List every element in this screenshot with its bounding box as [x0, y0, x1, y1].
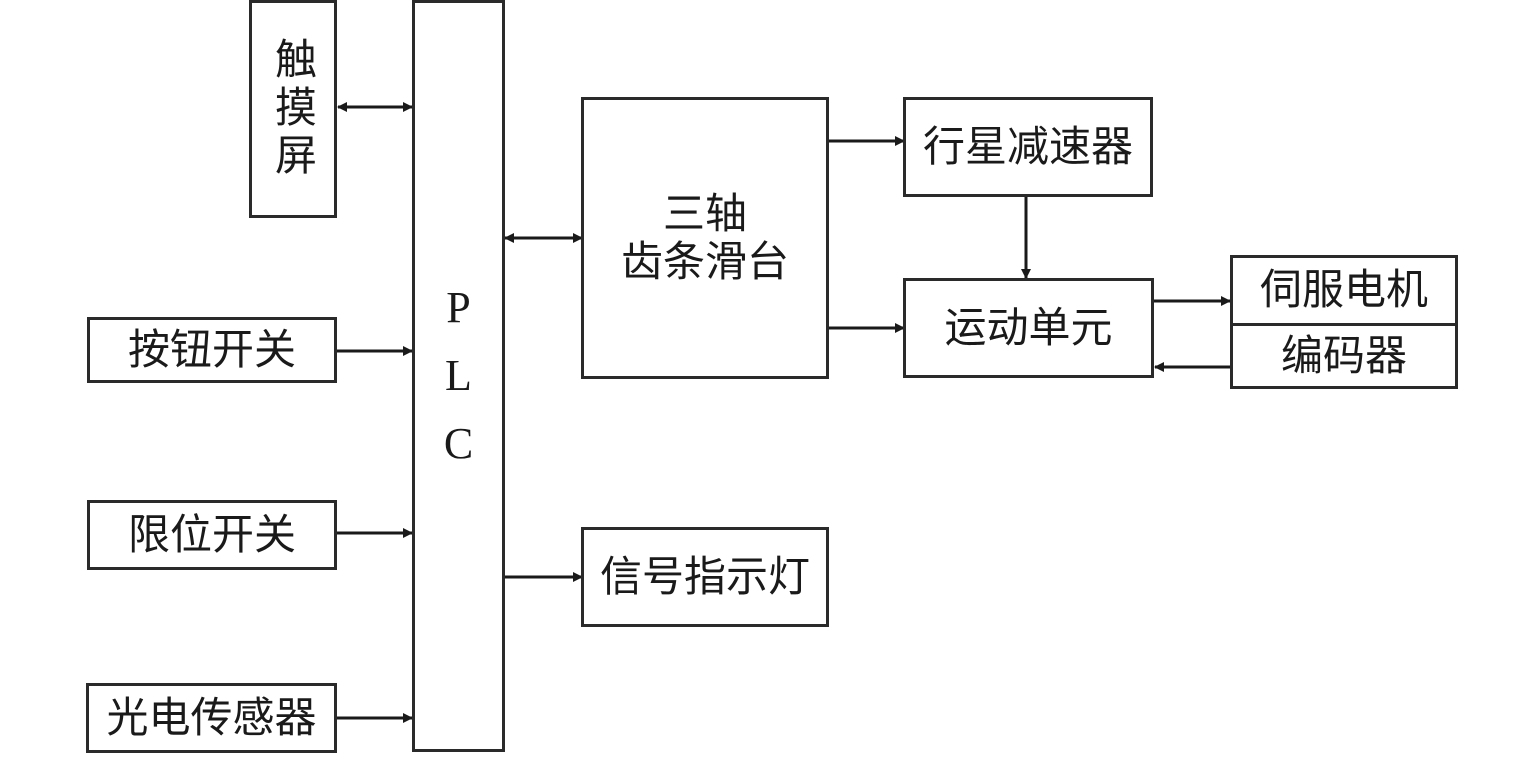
reducer-label: 行星减速器 — [922, 121, 1133, 171]
plc-box: P L C — [412, 0, 505, 752]
photo-sensor-box: 光电传感器 — [86, 683, 337, 753]
servo-motor-label: 伺服电机 — [1259, 265, 1428, 315]
touchscreen-label: 触摸屏 — [268, 37, 318, 181]
motion-unit-label: 运动单元 — [944, 302, 1113, 352]
encoder-label: 编码器 — [1280, 330, 1407, 380]
touchscreen-box: 触摸屏 — [249, 0, 337, 218]
plc-label: P L C — [444, 274, 473, 479]
button-switch-box: 按钮开关 — [87, 317, 337, 383]
encoder-box: 编码器 — [1230, 323, 1458, 389]
button-switch-label: 按钮开关 — [127, 324, 296, 374]
limit-switch-box: 限位开关 — [87, 500, 337, 570]
slide-box: 三轴 齿条滑台 — [581, 97, 829, 379]
signal-light-label: 信号指示灯 — [599, 551, 810, 601]
motion-unit-box: 运动单元 — [903, 278, 1154, 378]
signal-light-box: 信号指示灯 — [581, 527, 829, 627]
plc-letter-l: L — [445, 350, 472, 400]
plc-letter-c: C — [443, 419, 474, 469]
plc-letter-p: P — [446, 282, 471, 332]
limit-switch-label: 限位开关 — [127, 509, 296, 559]
servo-motor-box: 伺服电机 — [1230, 255, 1458, 326]
slide-label: 三轴 齿条滑台 — [620, 188, 789, 286]
photo-sensor-label: 光电传感器 — [106, 692, 317, 742]
reducer-box: 行星减速器 — [903, 97, 1153, 197]
